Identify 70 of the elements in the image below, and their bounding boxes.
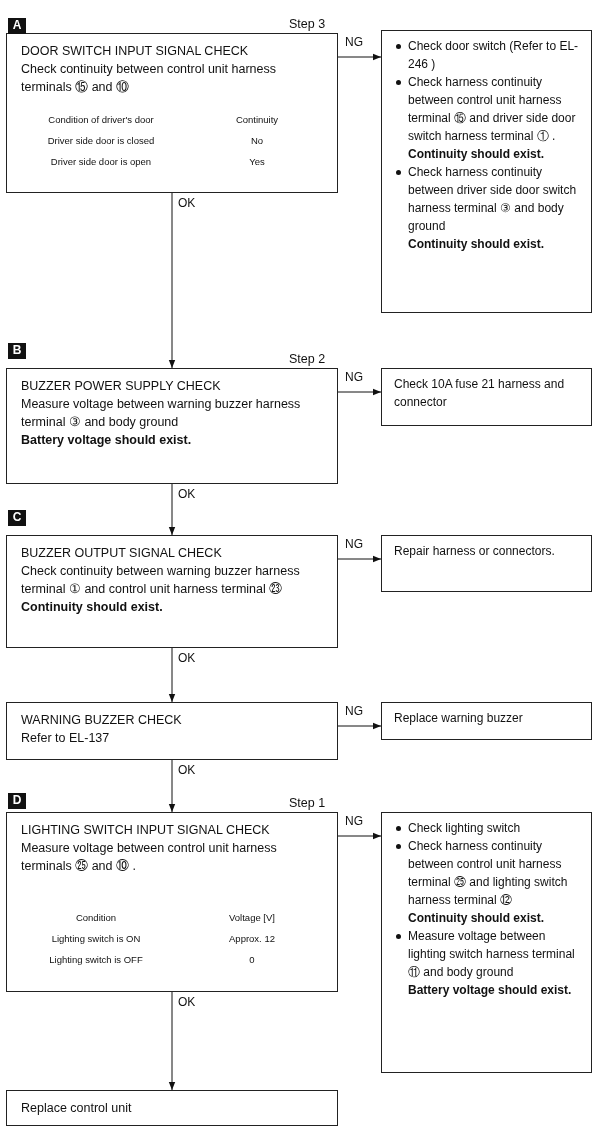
arrow [337,832,382,840]
step-label: Step 3 [288,17,327,31]
process-box [381,702,592,740]
arrow [337,53,382,61]
section-marker: D [8,793,26,809]
table-cell-text: Lighting switch is ON [50,932,142,946]
box-heading: BUZZER OUTPUT SIGNAL CHECK [21,545,223,562]
process-box [381,535,592,592]
step-label: Step 1 [288,796,327,810]
process-box [381,812,592,1073]
box-text: Check continuity between warning buzzer harness terminal ① and control unit harness terminal ㉓ Continuity should exist. [21,563,301,616]
arrow [168,991,176,1091]
arrow [337,555,382,563]
box-text: Measure voltage between warning buzzer harness terminal ③ and body ground Battery voltage should exist. [21,396,302,449]
box-heading: Replace control unit [21,1100,133,1117]
edge-label: NG [344,814,364,828]
edge-label: NG [344,537,364,551]
section-marker: A [8,18,26,34]
box-text: Replace warning buzzer [394,710,524,727]
arrow [168,192,176,369]
process-box [6,535,338,648]
edge-label: NG [344,370,364,384]
edge-label: OK [177,763,197,777]
process-box [6,702,338,760]
table-cell-text: Approx. 12 [228,932,276,946]
box-heading: DOOR SWITCH INPUT SIGNAL CHECK [21,43,250,60]
process-box [381,368,592,426]
step-label: Step 2 [288,352,327,366]
table-cell-text: No [249,134,265,148]
process-box [6,812,338,992]
arrow [168,647,176,703]
box-heading: WARNING BUZZER CHECK [21,712,183,729]
table-cell-text: Condition of driver's door [47,113,155,127]
edge-label: OK [177,196,197,210]
table-cell-text: Driver side door is closed [46,134,156,148]
arrow [337,388,382,396]
bullet-item: Measure voltage between lighting switch harness terminal ⑪ and body ground Battery voltage should exist. [394,927,585,999]
table-cell-text: Lighting switch is OFF [48,953,144,967]
box-text: Repair harness or connectors. [394,543,556,560]
box-heading: LIGHTING SWITCH INPUT SIGNAL CHECK [21,822,271,839]
table-cell-text: Yes [248,155,266,169]
edge-label: OK [177,487,197,501]
table-cell-text: Continuity [234,113,280,127]
bullet-item: Check lighting switch [394,819,585,837]
bullet-item: Check harness continuity between control unit harness terminal ⑮ and driver side door switch harness terminal ① . Continuity should exist. [394,73,585,163]
bullet-item: Check door switch (Refer to EL-246 ) [394,37,585,73]
table-cell-text: Driver side door is open [49,155,153,169]
box-text: Refer to EL-137 [21,730,111,747]
box-text: Measure voltage between control unit harness terminals ㉕ and ⑩ . [21,840,278,875]
box-heading: BUZZER POWER SUPPLY CHECK [21,378,222,395]
bullet-item: Check harness continuity between driver side door switch harness terminal ③ and body ground Continuity should exist. [394,163,585,253]
table-cell-text: Voltage [V] [228,911,276,925]
process-box [6,1090,338,1126]
table-cell-text: 0 [248,953,256,967]
process-box [6,368,338,484]
arrow [168,483,176,536]
edge-label: NG [344,35,364,49]
edge-label: OK [177,651,197,665]
section-marker: B [8,343,26,359]
edge-label: OK [177,995,197,1009]
edge-label: NG [344,704,364,718]
box-text: Check 10A fuse 21 harness and connector [394,376,566,411]
arrow [337,722,382,730]
bullet-item: Check harness continuity between control unit harness terminal ㉕ and lighting switch harness terminal ⑫ Continuity should exist. [394,837,585,927]
arrow [168,759,176,813]
process-box [381,30,592,313]
process-box [6,33,338,193]
section-marker: C [8,510,26,526]
box-text: Check continuity between control unit harness terminals ⑮ and ⑩ [21,61,277,96]
table-cell-text: Condition [74,911,118,925]
